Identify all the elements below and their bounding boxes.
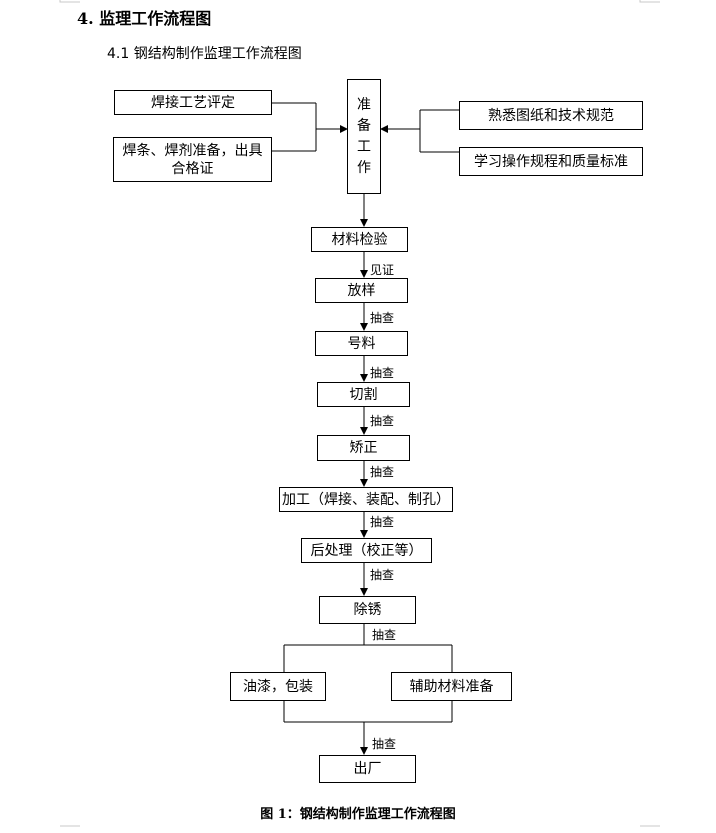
subsection-heading: 4.1 钢结构制作监理工作流程图 — [107, 46, 302, 62]
branch-box-painting-packing: 油漆，包装 — [230, 672, 326, 701]
step-label: 切割 — [349, 386, 378, 403]
step-box-material-inspection: 材料检验 — [311, 227, 408, 252]
figure-caption: 图 1：钢结构制作监理工作流程图 — [260, 807, 456, 822]
input-label: 焊接工艺评定 — [151, 94, 235, 111]
preparation-label-char: 工 — [357, 138, 371, 155]
step-box-marking: 号料 — [315, 331, 408, 356]
step-label: 后处理（校正等） — [310, 542, 423, 559]
branch-label: 油漆，包装 — [243, 678, 313, 695]
step-label: 除锈 — [353, 602, 382, 618]
input-label: 学习操作规程和质量标准 — [474, 153, 628, 170]
edge-label-spot-check: 抽查 — [369, 366, 396, 380]
step-label: 放样 — [347, 282, 376, 299]
edge-label-spot-check: 抽查 — [369, 568, 396, 582]
step-label: 矫正 — [349, 440, 378, 456]
step-label: 出厂 — [353, 761, 382, 777]
edge-label-witness: 见证 — [369, 263, 396, 277]
step-box-layout: 放样 — [315, 278, 408, 303]
step-box-delivery: 出厂 — [319, 755, 416, 783]
preparation-label-char: 准 — [357, 96, 371, 113]
step-box-straightening: 矫正 — [317, 435, 410, 461]
preparation-label: 准备工作 — [357, 95, 371, 179]
edge-label-spot-check: 抽查 — [369, 414, 396, 428]
input-box-drawings-specs: 熟悉图纸和技术规范 — [459, 101, 643, 130]
input-label: 焊条、焊剂准备，出具合格证 — [122, 142, 263, 177]
step-label: 加工（焊接、装配、制孔） — [282, 491, 450, 508]
edge-label-spot-check: 抽查 — [371, 737, 398, 751]
branch-label: 辅助材料准备 — [409, 678, 494, 695]
edge-label-spot-check: 抽查 — [369, 311, 396, 325]
section-heading: 4. 监理工作流程图 — [77, 9, 212, 28]
step-box-cutting: 切割 — [317, 382, 410, 407]
edge-label-spot-check: 抽查 — [371, 628, 398, 642]
step-box-processing: 加工（焊接、装配、制孔） — [279, 487, 453, 512]
preparation-box: 准备工作 — [347, 79, 381, 194]
step-label: 号料 — [347, 335, 376, 352]
input-label: 熟悉图纸和技术规范 — [488, 107, 614, 124]
step-box-post-processing: 后处理（校正等） — [301, 538, 432, 563]
branch-box-auxiliary-materials: 辅助材料准备 — [391, 672, 512, 701]
step-box-rust-removal: 除锈 — [319, 596, 416, 624]
input-box-welding-materials: 焊条、焊剂准备，出具合格证 — [113, 137, 272, 182]
input-box-welding-procedure: 焊接工艺评定 — [114, 90, 272, 115]
preparation-label-char: 作 — [357, 159, 371, 176]
step-label: 材料检验 — [331, 231, 388, 248]
edge-label-spot-check: 抽查 — [369, 515, 396, 529]
input-box-operating-procedures: 学习操作规程和质量标准 — [459, 147, 643, 176]
preparation-label-char: 备 — [357, 117, 371, 134]
edge-label-spot-check: 抽查 — [369, 465, 396, 479]
